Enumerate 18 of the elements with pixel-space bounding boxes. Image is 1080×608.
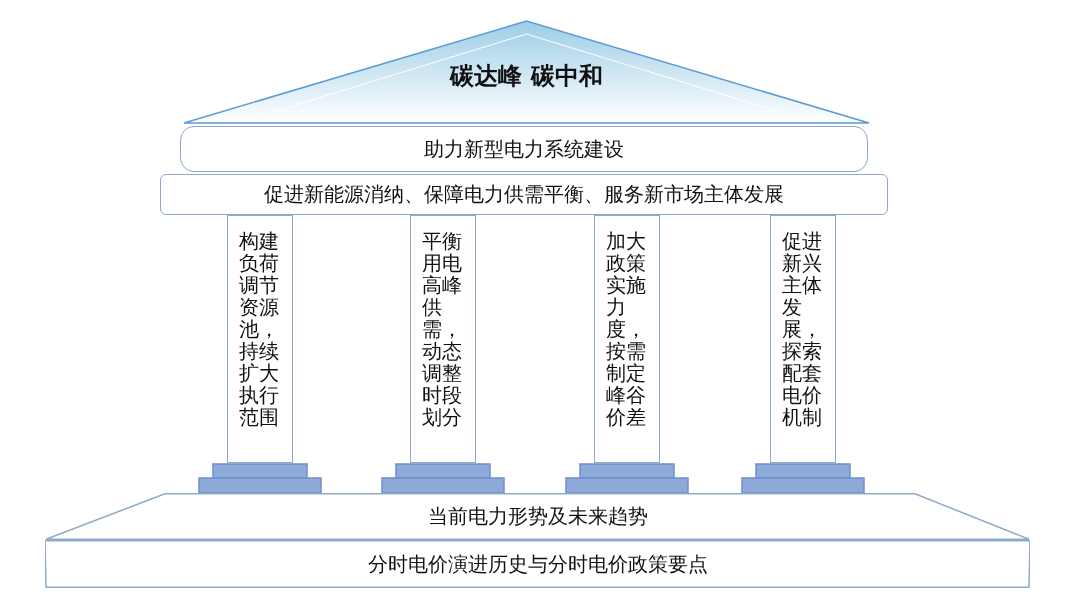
beam-box	[160, 174, 888, 215]
pillar-text: 促进新兴主体发展，探索配套电价机制	[782, 230, 823, 428]
foundation-step	[45, 493, 1030, 540]
beam-text: 促进新能源消纳、保障电力供需平衡、服务新市场主体发展	[264, 181, 784, 208]
roof-title: 碳达峰 碳中和	[450, 61, 603, 92]
beam-box	[180, 126, 868, 172]
pillar-column	[227, 215, 293, 463]
pillar-text: 平衡用电高峰供需，动态调整时段划分	[422, 230, 463, 428]
pillar-text: 构建负荷调节资源池，持续扩大执行范围	[239, 230, 280, 428]
beam-text: 助力新型电力系统建设	[424, 135, 624, 163]
pillar-column	[770, 215, 836, 463]
foundation-text: 分时电价演进历史与分时电价政策要点	[367, 550, 708, 578]
foundation-step	[45, 540, 1030, 588]
foundation-text: 当前电力形势及未来趋势	[427, 503, 648, 530]
pillar-column	[410, 215, 476, 463]
roof-triangle	[183, 20, 870, 124]
pillar-column	[594, 215, 660, 463]
pillar-text: 加大政策实施力度，按需制定峰谷价差	[606, 230, 647, 428]
